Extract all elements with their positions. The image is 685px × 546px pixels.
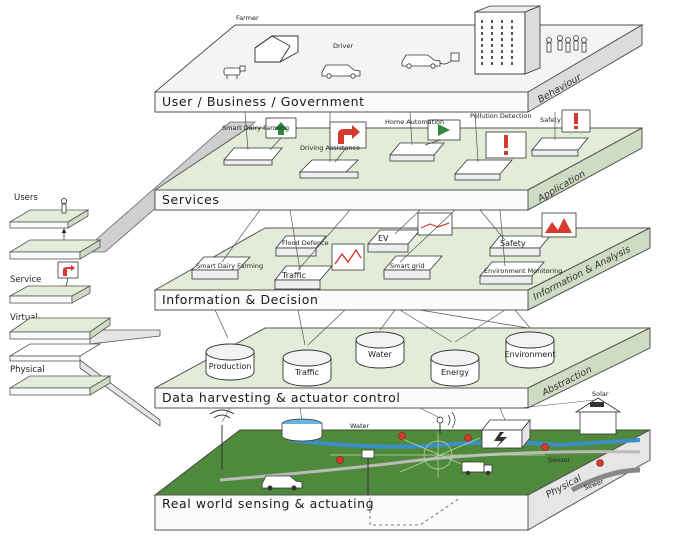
data-store-cylinder: Energy — [430, 349, 480, 387]
mini-chart-icon — [545, 218, 572, 233]
mini-chart-icon — [334, 248, 362, 265]
car-icon — [321, 64, 361, 79]
river — [289, 438, 641, 449]
info-node-sdf-label: Smart Dairy Farming — [196, 262, 263, 270]
data-store-cylinder: Production — [205, 343, 255, 381]
people-group-icon — [546, 35, 587, 53]
data-store-label: Traffic — [294, 368, 319, 377]
exclamation-icon — [504, 135, 508, 148]
left-stack: Users Service Virtual Physical — [8, 193, 112, 396]
barn-icon — [254, 35, 299, 63]
app-safety-tile — [531, 109, 591, 157]
layer-physical: Real world sensing & actuating Physical … — [153, 390, 651, 531]
sensor-label: Sensor — [548, 456, 571, 464]
left-physical-label: Physical — [10, 365, 45, 375]
app-safety-label: Safety — [540, 116, 561, 124]
app-smart-dairy-tile — [223, 117, 297, 166]
info-node-safety-label: Safety — [500, 239, 526, 248]
turn-arrow-icon — [338, 125, 360, 144]
solar-label: Solar — [592, 390, 609, 398]
info-node-grid-label: Smart grid — [390, 262, 424, 270]
farmer-label: Farmer — [236, 14, 259, 22]
sewer-pipe — [570, 467, 641, 493]
information-abstraction-links — [214, 309, 531, 346]
data-store-cylinder: Water — [355, 331, 405, 369]
driver-label: Driver — [333, 42, 353, 50]
info-node-safety: Safety — [489, 212, 577, 257]
cow-icon — [223, 65, 246, 79]
turn-arrow-icon — [63, 265, 75, 276]
left-virtual-label: Virtual — [10, 313, 38, 323]
app-driving-assistance-tile — [299, 121, 367, 179]
play-icon — [438, 124, 450, 136]
info-node-flood: Flood Defence — [275, 235, 329, 257]
layer-physical-label: Real world sensing & actuating — [162, 496, 374, 511]
data-store-label: Water — [368, 350, 392, 359]
alert-icon — [574, 113, 578, 124]
car-icon — [261, 475, 303, 491]
power-station-icon — [481, 418, 531, 450]
abstraction-physical-links — [221, 399, 596, 423]
person-icon — [61, 197, 68, 214]
arrow-up-icon — [274, 122, 288, 135]
layer-behaviour-label: User / Business / Government — [162, 94, 365, 109]
behaviour-application-links — [244, 111, 556, 163]
layer-information: Information & Decision Information & Ana… — [153, 212, 651, 311]
water-label: Water — [350, 422, 370, 430]
person-sensor-icon — [436, 411, 456, 434]
office-building-icon — [474, 5, 541, 75]
app-pollution-label: Pollution Detection — [470, 112, 532, 120]
mini-chart-icon — [420, 222, 450, 229]
info-node-ev: EV — [367, 212, 453, 253]
water-tank-icon — [281, 418, 323, 442]
app-smart-dairy-label: Smart Dairy Farming — [222, 124, 289, 132]
data-store-cylinder: Traffic — [282, 349, 332, 387]
electric-car-icon — [401, 52, 460, 69]
data-store-label: Energy — [441, 368, 469, 377]
layer-application: Services Application Smart Dairy Farming… — [153, 109, 643, 211]
layer-behaviour: User / Business / Government Behaviour F… — [153, 5, 644, 113]
left-service-label: Service — [10, 275, 41, 285]
house-icon — [574, 397, 622, 435]
layer-application-label: Services — [162, 192, 220, 207]
road — [219, 450, 641, 482]
application-information-links — [221, 209, 506, 271]
underground-conduit — [369, 497, 461, 526]
info-node-env: Environment Monitoring — [479, 261, 562, 285]
info-node-env-label: Environment Monitoring — [484, 267, 562, 275]
info-node-traffic-label: Traffic — [281, 271, 306, 280]
info-node-traffic: Traffic — [274, 243, 365, 290]
traffic-camera-icon — [361, 449, 375, 495]
app-home-label: Home Automation — [385, 118, 444, 126]
truck-icon — [461, 461, 493, 476]
data-store-label: Environment — [504, 350, 555, 359]
layer-abstraction-label: Data harvesting & actuator control — [162, 390, 400, 405]
data-store-cylinder: Environment — [504, 331, 556, 369]
info-node-sdf: Smart Dairy Farming — [191, 256, 263, 280]
left-users-label: Users — [14, 193, 38, 203]
solar-panel-icon — [590, 402, 604, 407]
antenna-icon — [209, 409, 235, 470]
data-store-label: Production — [209, 362, 252, 371]
info-node-flood-label: Flood Defence — [282, 239, 329, 247]
app-home-automation-tile — [389, 119, 461, 162]
layer-information-label: Information & Decision — [162, 292, 318, 307]
info-node-grid: Smart grid — [383, 255, 443, 280]
info-node-ev-label: EV — [378, 234, 389, 243]
app-pollution-tile — [454, 131, 527, 181]
